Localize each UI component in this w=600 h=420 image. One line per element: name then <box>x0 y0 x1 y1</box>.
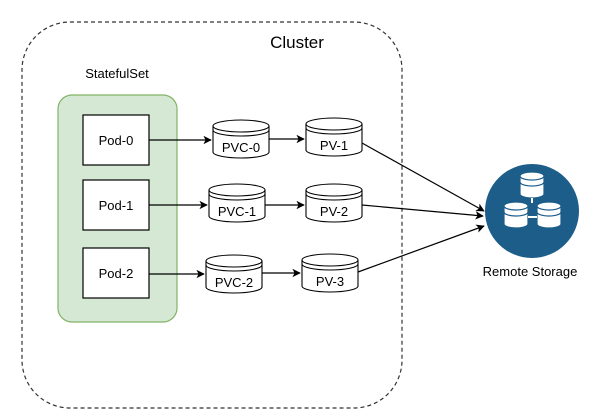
arrow-pv-1-to-remote-storage <box>361 142 485 212</box>
pod-1-label: Pod-1 <box>99 198 134 213</box>
cluster-outline <box>21 21 403 409</box>
pod-0-label: Pod-0 <box>99 133 134 148</box>
database-icon <box>485 164 579 258</box>
pvc-0-label: PVC-0 <box>222 140 260 155</box>
pv-1-cylinder-body <box>305 124 363 157</box>
pv-1-node: PV-1 <box>305 117 363 157</box>
cluster-boundary: Cluster <box>21 21 403 409</box>
pvc-0-cylinder-body <box>212 126 270 159</box>
pod-2-node: Pod-2 <box>82 247 150 299</box>
pv-2-cylinder-ring <box>305 193 363 201</box>
statefulset-label: StatefulSet <box>85 66 149 81</box>
remote-storage-label: Remote Storage <box>483 264 578 279</box>
arrow-pv-3-to-remote-storage <box>357 224 485 273</box>
pvc-2-label: PVC-2 <box>215 275 253 290</box>
pvc-0-cylinder-ring <box>212 129 270 137</box>
arrow-pv-2-to-remote-storage <box>361 204 484 220</box>
pv-2-node: PV-2 <box>305 183 363 223</box>
pvc-0-node: PVC-0 <box>212 119 270 159</box>
pvc-1-cylinder-ring <box>208 193 266 201</box>
cluster-label: Cluster <box>270 33 324 52</box>
pvc-1-cylinder-body <box>208 190 266 223</box>
pv-2-label: PV-2 <box>320 204 348 219</box>
pv-1-cylinder-ring <box>305 127 363 135</box>
pvc-2-node: PVC-2 <box>205 254 263 294</box>
remote-storage-node: Remote Storage <box>483 164 579 279</box>
pv-3-cylinder-ring <box>301 263 359 271</box>
pvc-1-label: PVC-1 <box>218 204 256 219</box>
pvc-1-node: PVC-1 <box>208 183 266 223</box>
pv-3-node: PV-3 <box>301 253 359 293</box>
pv-3-cylinder-body <box>301 260 359 293</box>
pvc-2-cylinder-ring <box>205 264 263 272</box>
pv-1-cylinder-top <box>305 117 363 131</box>
pv-2-cylinder-top <box>305 183 363 197</box>
pod-1-box <box>82 179 150 231</box>
pvc-0-cylinder-top <box>212 119 270 133</box>
pod-0-node: Pod-0 <box>82 114 150 166</box>
pv-3-label: PV-3 <box>316 274 344 289</box>
pv-3-cylinder-top <box>301 253 359 267</box>
pvc-2-cylinder-body <box>205 261 263 294</box>
pvc-1-cylinder-top <box>208 183 266 197</box>
pod-1-node: Pod-1 <box>82 179 150 231</box>
pv-1-label: PV-1 <box>320 138 348 153</box>
pod-2-label: Pod-2 <box>99 266 134 281</box>
pod-2-box <box>82 247 150 299</box>
pvc-2-cylinder-top <box>205 254 263 268</box>
pod-0-box <box>82 114 150 166</box>
pv-2-cylinder-body <box>305 190 363 223</box>
remote-storage-circle <box>485 164 579 258</box>
